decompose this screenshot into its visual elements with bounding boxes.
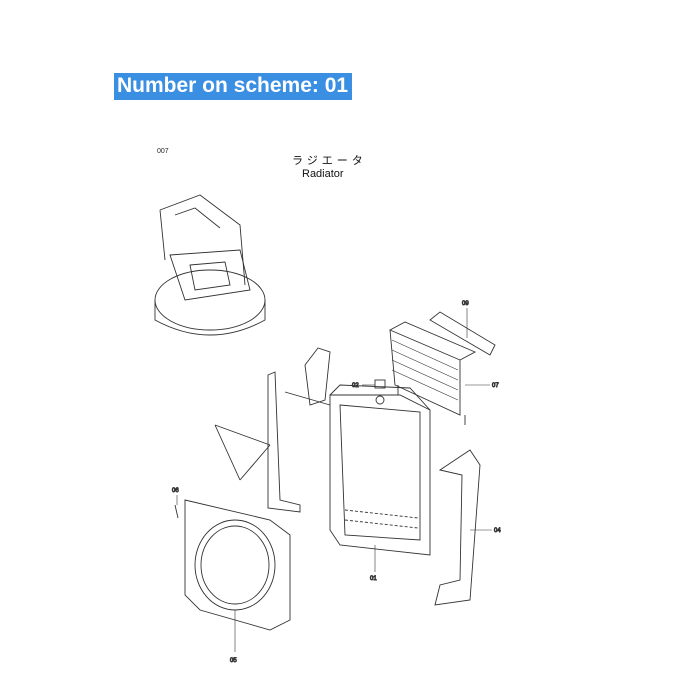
title-japanese: ラジエータ <box>292 155 367 167</box>
callout-01: 01 <box>370 576 377 582</box>
bracket-left <box>214 347 331 513</box>
oil-cooler <box>389 321 477 425</box>
title-english: Radiator <box>302 168 344 180</box>
radiator-core <box>329 384 431 556</box>
scheme-number-label: Number on scheme: 01 <box>114 73 353 100</box>
callout-09: 09 <box>462 301 469 307</box>
page-code: 007 <box>157 148 169 155</box>
leader-lines <box>176 308 492 652</box>
callout-02: 02 <box>352 383 359 389</box>
callout-06: 06 <box>172 488 179 494</box>
cooler-bracket <box>429 311 496 356</box>
radiator-cap <box>374 379 386 389</box>
bolt <box>174 504 179 519</box>
callout-07: 07 <box>492 383 499 389</box>
callout-05: 05 <box>230 658 237 664</box>
callout-04: 04 <box>494 528 501 534</box>
excavator-overview <box>154 194 266 336</box>
bracket-right <box>434 449 481 606</box>
fan-shroud <box>184 499 291 631</box>
